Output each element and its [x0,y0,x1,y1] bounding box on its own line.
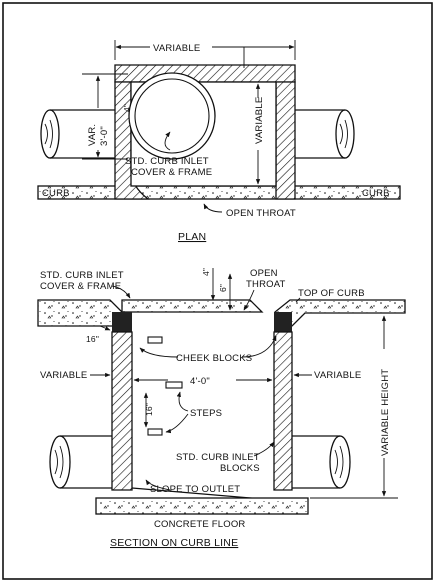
step-spacing-label: 16" [144,403,154,416]
section-wall-left [111,331,133,491]
plan-dim-diameter-label: 3'-0" [99,126,110,146]
slope-label: SLOPE TO OUTLET [150,484,240,495]
plan-curb-left-label: CURB [42,188,70,199]
section-cover-frame [121,299,264,313]
section-left-pipe [49,435,112,489]
section-open-throat-label-2: THROAT [246,279,286,290]
plan-left-pipe [40,109,120,159]
section-right-pipe [292,435,351,489]
cheek-blocks-label: CHEEK BLOCKS [176,353,252,364]
plan-wall-thickness-mark: 4" [122,104,132,112]
blocks-label-1: STD. CURB INLET [176,452,260,463]
plan-cover-frame-inner [134,78,210,154]
plan-curb-right-label: CURB [362,188,390,199]
plan-curb-strip [37,185,401,200]
cheek-dim-label: 16" [86,334,99,344]
step-2 [165,381,183,389]
top-of-curb-label: TOP OF CURB [298,288,365,299]
plan-view: CURB CURB VARIABLE [37,40,401,243]
section-cover-label-1: STD. CURB INLET [40,270,124,281]
section-title: SECTION ON CURB LINE [110,537,238,549]
plan-dim-var-label: VAR. [87,124,98,146]
section-dim-4-label: 4" [201,268,211,276]
steps-label: STEPS [190,408,222,419]
plan-cover-label-1: STD. CURB INLET [125,156,209,167]
plan-open-throat-label: OPEN THROAT [226,208,296,219]
section-wall-right [273,331,293,491]
step-3 [147,428,163,436]
plan-right-pipe [295,109,355,159]
plan-title: PLAN [178,231,206,243]
variable-height-label: VARIABLE HEIGHT [380,369,391,456]
plan-wall-right [275,81,296,200]
plan-cover-label-2: COVER & FRAME [131,167,212,178]
section-view: 16" 4'-0" VARIABLE VARIABLE 16" CHEEK BL… [37,268,406,549]
section-road-slab-right [274,299,406,327]
plan-dim-top-label: VARIABLE [153,43,200,54]
section-variable-right-label: VARIABLE [314,370,361,381]
section-open-throat-label-1: OPEN [250,268,278,279]
plan-wall-top [114,64,296,83]
section-road-slab-left [37,299,123,327]
concrete-floor [95,497,309,515]
step-1 [147,336,163,344]
plan-dim-inner-label: VARIABLE [254,97,265,144]
section-variable-left-label: VARIABLE [40,370,87,381]
section-dim-6-label: 6" [218,284,228,292]
concrete-floor-label: CONCRETE FLOOR [154,519,245,530]
cheek-block-left [112,312,132,332]
section-cover-label-2: COVER & FRAME [40,281,121,292]
cheek-block-right [274,312,292,332]
blocks-label-2: BLOCKS [220,463,260,474]
section-width-label: 4'-0" [190,376,210,387]
